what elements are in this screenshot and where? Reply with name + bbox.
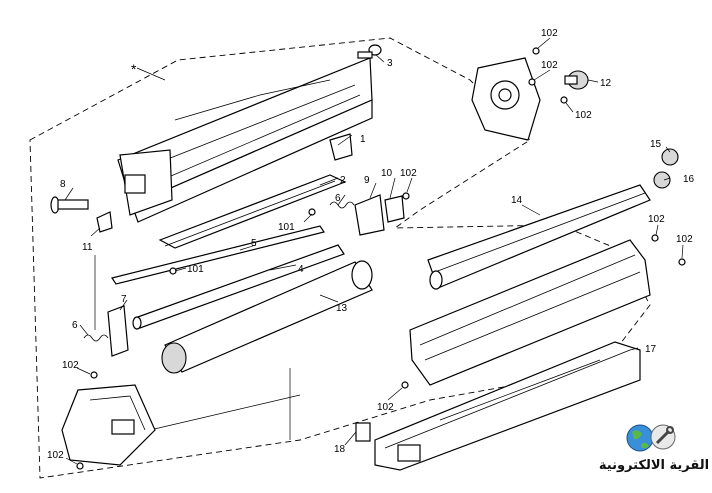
part-9-bracket bbox=[354, 194, 385, 236]
callout-102: 102 bbox=[400, 168, 417, 179]
callout-5: 5 bbox=[251, 238, 257, 249]
dashed-guide bbox=[149, 394, 301, 431]
callout-7: 7 bbox=[121, 294, 127, 305]
upper-frame bbox=[117, 57, 373, 223]
callout-6-lower: 6 bbox=[72, 320, 78, 331]
part-7-bracket bbox=[107, 305, 129, 357]
callout-102: 102 bbox=[541, 60, 558, 71]
part-5-roller bbox=[111, 225, 325, 285]
callout-labels: * 1 2 3 4 5 6 6 7 8 9 10 11 12 13 14 15 … bbox=[47, 28, 695, 461]
part-2-plate bbox=[158, 174, 347, 249]
callout-18: 18 bbox=[334, 444, 346, 455]
part-6-spring-lower bbox=[83, 334, 109, 342]
part-16-gear bbox=[653, 171, 671, 189]
callout-102: 102 bbox=[676, 234, 693, 245]
part-1-bracket bbox=[329, 133, 353, 161]
callout-9: 9 bbox=[364, 175, 370, 186]
middle-housing bbox=[409, 239, 651, 386]
callout-101-upper: 101 bbox=[278, 222, 295, 233]
callout-1: 1 bbox=[360, 134, 366, 145]
callout-3: 3 bbox=[387, 58, 393, 69]
callout-17: 17 bbox=[645, 344, 657, 355]
callout-102: 102 bbox=[47, 450, 64, 461]
part-10-bracket bbox=[384, 195, 405, 223]
callout-4: 4 bbox=[298, 264, 304, 275]
leader-lines bbox=[64, 37, 684, 465]
callout-102: 102 bbox=[377, 402, 394, 413]
callout-13: 13 bbox=[336, 303, 348, 314]
callout-11: 11 bbox=[82, 242, 93, 253]
callout-102: 102 bbox=[575, 110, 592, 121]
callout-101-lower: 101 bbox=[187, 264, 204, 275]
part-12-gear bbox=[564, 70, 589, 90]
lower-side-plate bbox=[61, 384, 156, 466]
callout-6-upper: 6 bbox=[335, 193, 341, 204]
part-3-screw bbox=[357, 44, 382, 59]
part-18-clip bbox=[355, 422, 371, 442]
part-11-clip bbox=[96, 211, 113, 233]
part-15-gear bbox=[661, 148, 679, 166]
watermark-text: القرية الالكترونية bbox=[598, 458, 710, 473]
part-14-roller-unit bbox=[427, 184, 651, 290]
callout-102: 102 bbox=[62, 360, 79, 371]
callout-10: 10 bbox=[381, 168, 393, 179]
part-13-drum bbox=[161, 260, 373, 374]
callout-14: 14 bbox=[511, 195, 523, 206]
screw-icons bbox=[76, 47, 686, 470]
callout-102: 102 bbox=[541, 28, 558, 39]
callout-8: 8 bbox=[60, 179, 66, 190]
part-17-lower-unit bbox=[374, 341, 641, 471]
gear-bracket bbox=[471, 57, 541, 141]
callout-102: 102 bbox=[648, 214, 665, 225]
callout-12: 12 bbox=[600, 78, 612, 89]
part-8-pin bbox=[50, 196, 89, 214]
globe-tools-icon bbox=[626, 424, 676, 452]
part-6-spring-upper bbox=[329, 201, 355, 209]
callout-15: 15 bbox=[650, 139, 662, 150]
callout-16: 16 bbox=[683, 174, 695, 185]
callout-2: 2 bbox=[340, 175, 346, 186]
star-marker: * bbox=[131, 61, 137, 77]
